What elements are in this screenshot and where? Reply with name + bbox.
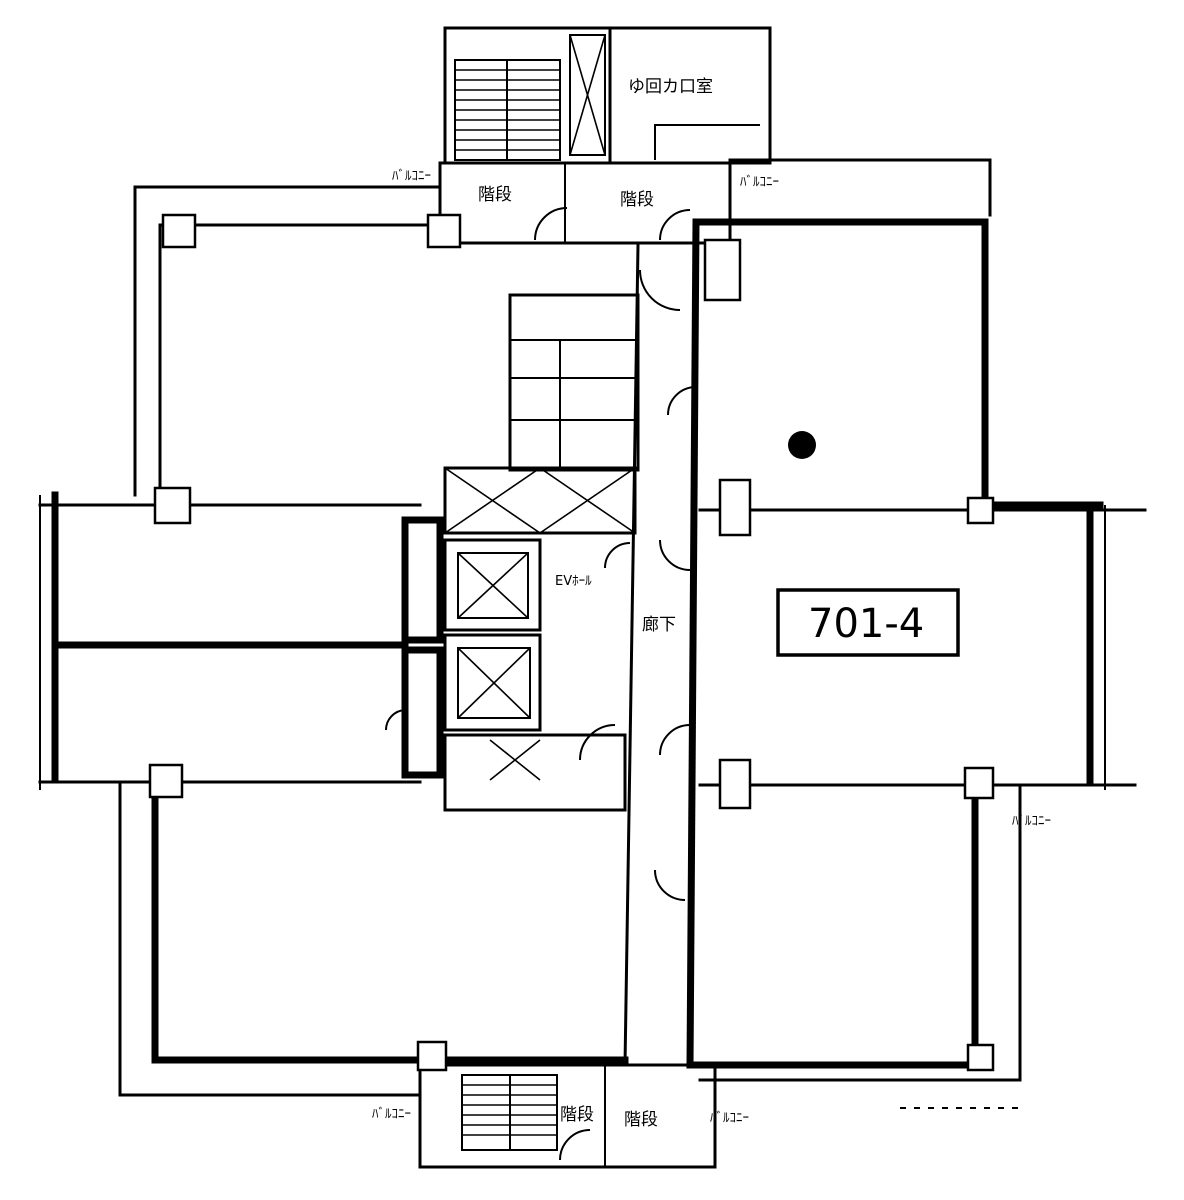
unit-701-4: 701-4 bbox=[698, 501, 1147, 790]
left-upper-wing: ﾊﾞﾙｺﾆｰ bbox=[133, 169, 447, 497]
top-stair-label: 階段 bbox=[478, 185, 512, 205]
top-stair-treads bbox=[455, 60, 560, 160]
elevator-2 bbox=[443, 633, 542, 732]
balcony-label-right-mid: ﾊﾞﾙｺﾆｰ bbox=[1012, 814, 1051, 829]
bottom-stair-label: 階段 bbox=[560, 1105, 594, 1125]
right-upper-wing: ﾊﾞﾙｺﾆｰ bbox=[686, 158, 1104, 1069]
balcony-label-top-left: ﾊﾞﾙｺﾆｰ bbox=[392, 169, 431, 184]
top-stair-block: ゆ回カ口室 bbox=[443, 26, 772, 165]
top-hall: 階段 階段 bbox=[438, 161, 732, 245]
corridor-label: 廊下 bbox=[642, 615, 676, 635]
top-shaft bbox=[569, 34, 606, 156]
left-middle-wing bbox=[38, 491, 422, 790]
ev-hall-label: EVﾎｰﾙ bbox=[555, 574, 592, 589]
smoke-detector-icon bbox=[788, 431, 816, 459]
bottom-stair-block: 階段 階段 ﾊﾞﾙｺﾆｰ bbox=[418, 1063, 749, 1169]
bottom-hall-label: 階段 bbox=[624, 1110, 658, 1130]
unit-label-box bbox=[776, 588, 960, 657]
right-lower-wing: ﾊﾞﾙｺﾆｰ bbox=[686, 781, 1051, 1082]
balcony-label-bottom-right: ﾊﾞﾙｺﾆｰ bbox=[710, 1111, 749, 1126]
left-lower-wing: ﾊﾞﾙｺﾆｰ bbox=[118, 780, 629, 1122]
balcony-label-top-right: ﾊﾞﾙｺﾆｰ bbox=[740, 175, 779, 190]
central-core: EVﾎｰﾙ bbox=[384, 293, 640, 812]
top-hall-label: 階段 bbox=[620, 190, 654, 210]
elevator-1 bbox=[443, 538, 542, 632]
balcony-label-bottom-left: ﾊﾞﾙｺﾆｰ bbox=[372, 1107, 411, 1122]
corridor: 廊下 bbox=[623, 243, 697, 1067]
top-storage-label: ゆ回カ口室 bbox=[628, 77, 713, 97]
unit-label: 701-4 bbox=[808, 601, 924, 647]
columns bbox=[148, 213, 995, 1072]
